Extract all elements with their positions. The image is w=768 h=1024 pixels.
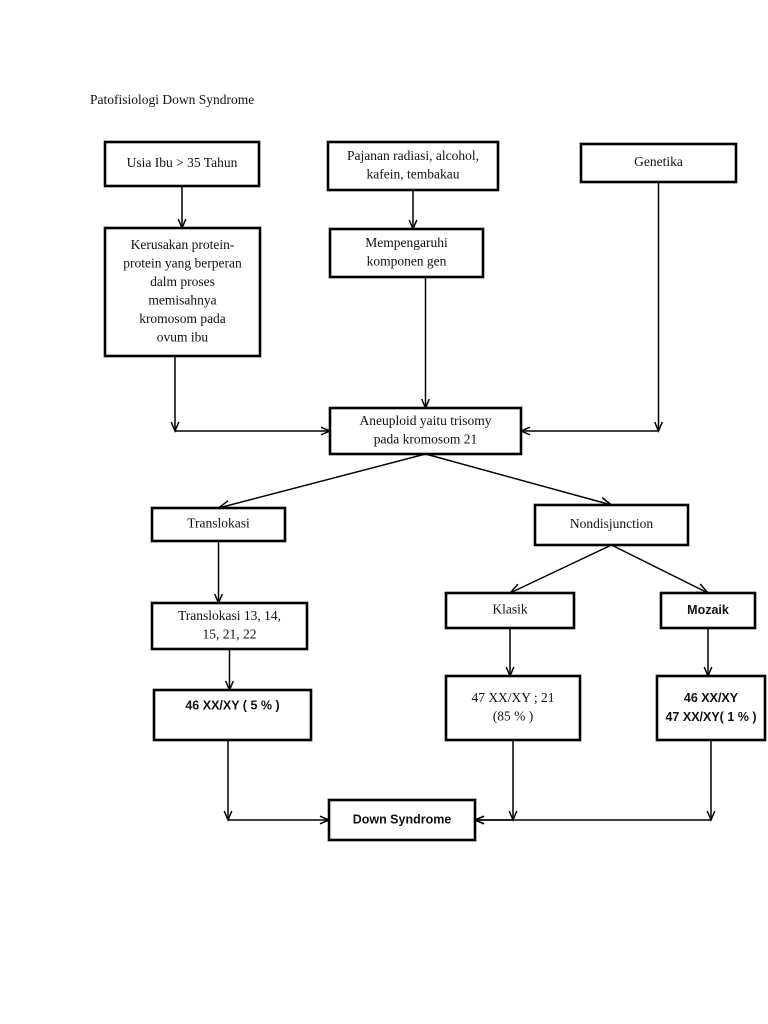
node-label-kerusakan-protein: memisahnya [148, 292, 216, 307]
node-label-hasil-translokasi: 46 XX/XY ( 5 % ) [185, 698, 279, 712]
node-label-translokasi-kromosom: Translokasi 13, 14, [178, 608, 281, 623]
page-title: Patofisiologi Down Syndrome [90, 92, 254, 107]
node-label-translokasi: Translokasi [187, 516, 250, 531]
edge-aneuploid-to-translokasi [216, 453, 426, 511]
node-hasil-klasik[interactable]: 47 XX/XY ; 21 (85 % ) [444, 674, 582, 742]
node-translokasi[interactable]: Translokasi [150, 506, 287, 543]
edge-usia-to-kerusakan [177, 186, 187, 230]
node-genetika[interactable]: Genetika [579, 142, 738, 184]
node-label-usia-ibu: Usia Ibu > 35 Tahun [127, 155, 238, 170]
node-hasil-translokasi[interactable]: 46 XX/XY ( 5 % ) [152, 688, 313, 742]
edge-klasik-to-hasil [505, 628, 515, 678]
edge-kerusakan-to-aneuploid [170, 356, 332, 436]
node-label-hasil-klasik: (85 % ) [493, 708, 534, 723]
edge-aneuploid-to-nondisjunction [425, 453, 614, 508]
node-mozaik[interactable]: Mozaik [659, 591, 757, 630]
node-label-down-syndrome: Down Syndrome [353, 812, 452, 826]
node-label-translokasi-kromosom: 15, 21, 22 [203, 626, 257, 641]
node-hasil-mozaik[interactable]: 46 XX/XY 47 XX/XY( 1 % ) [655, 674, 767, 742]
edge-hasil-mozaik-to-down [473, 740, 716, 825]
node-label-aneuploid: Aneuploid yaitu trisomy [360, 413, 492, 428]
edge-pajanan-to-mempengaruhi [408, 190, 418, 231]
node-klasik[interactable]: Klasik [444, 591, 576, 630]
node-label-kerusakan-protein: kromosom pada [139, 311, 226, 326]
edge-nondisjunction-to-klasik [508, 544, 612, 594]
node-usia-ibu[interactable]: Usia Ibu > 35 Tahun [103, 140, 261, 188]
node-label-hasil-klasik: 47 XX/XY ; 21 [471, 690, 554, 705]
node-label-kerusakan-protein: ovum ibu [157, 329, 209, 344]
edge-hasil-klasik-to-down [473, 740, 518, 825]
node-nondisjunction[interactable]: Nondisjunction [533, 503, 690, 547]
node-label-pajanan: kafein, tembakau [367, 166, 460, 181]
edge-translokasi-to-kromosom [214, 541, 223, 605]
node-pajanan[interactable]: Pajanan radiasi, alcohol, kafein, tembaka… [326, 140, 500, 192]
edges-layer [170, 182, 716, 825]
node-down-syndrome[interactable]: Down Syndrome [327, 798, 477, 842]
node-translokasi-kromosom[interactable]: Translokasi 13, 14, 15, 21, 22 [150, 601, 309, 651]
node-label-klasik: Klasik [492, 602, 527, 617]
edge-nondisjunction-to-mozaik [611, 544, 710, 594]
node-aneuploid[interactable]: Aneuploid yaitu trisomy pada kromosom 21 [328, 406, 523, 456]
node-label-hasil-mozaik: 47 XX/XY( 1 % ) [665, 710, 756, 724]
edge-mempengaruhi-to-aneuploid [421, 277, 430, 410]
nodes-layer: Usia Ibu > 35 Tahun Pajanan radiasi, alco… [103, 140, 767, 842]
node-label-kerusakan-protein: dalm proses [150, 274, 215, 289]
node-label-mozaik: Mozaik [687, 603, 729, 617]
node-label-mempengaruhi-gen: komponen gen [367, 253, 447, 268]
edge-genetika-to-aneuploid [519, 182, 663, 436]
node-mempengaruhi-gen[interactable]: Mempengaruhi komponen gen [328, 227, 485, 279]
node-label-genetika: Genetika [634, 154, 683, 169]
node-kerusakan-protein[interactable]: Kerusakan protein-protein yang berperan d… [103, 226, 262, 358]
node-label-pajanan: Pajanan radiasi, alcohol, [347, 148, 479, 163]
node-label-kerusakan-protein: Kerusakan protein- [131, 237, 235, 252]
edge-mozaik-to-hasil [703, 628, 713, 678]
edge-hasil-translokasi-to-down [223, 740, 331, 825]
node-label-hasil-mozaik: 46 XX/XY [684, 691, 739, 705]
node-label-mempengaruhi-gen: Mempengaruhi [365, 235, 448, 250]
edge-kromosom-to-hasil [225, 649, 234, 692]
node-label-nondisjunction: Nondisjunction [570, 516, 653, 531]
node-label-aneuploid: pada kromosom 21 [374, 431, 478, 446]
node-label-kerusakan-protein: protein yang berperan [123, 255, 242, 270]
